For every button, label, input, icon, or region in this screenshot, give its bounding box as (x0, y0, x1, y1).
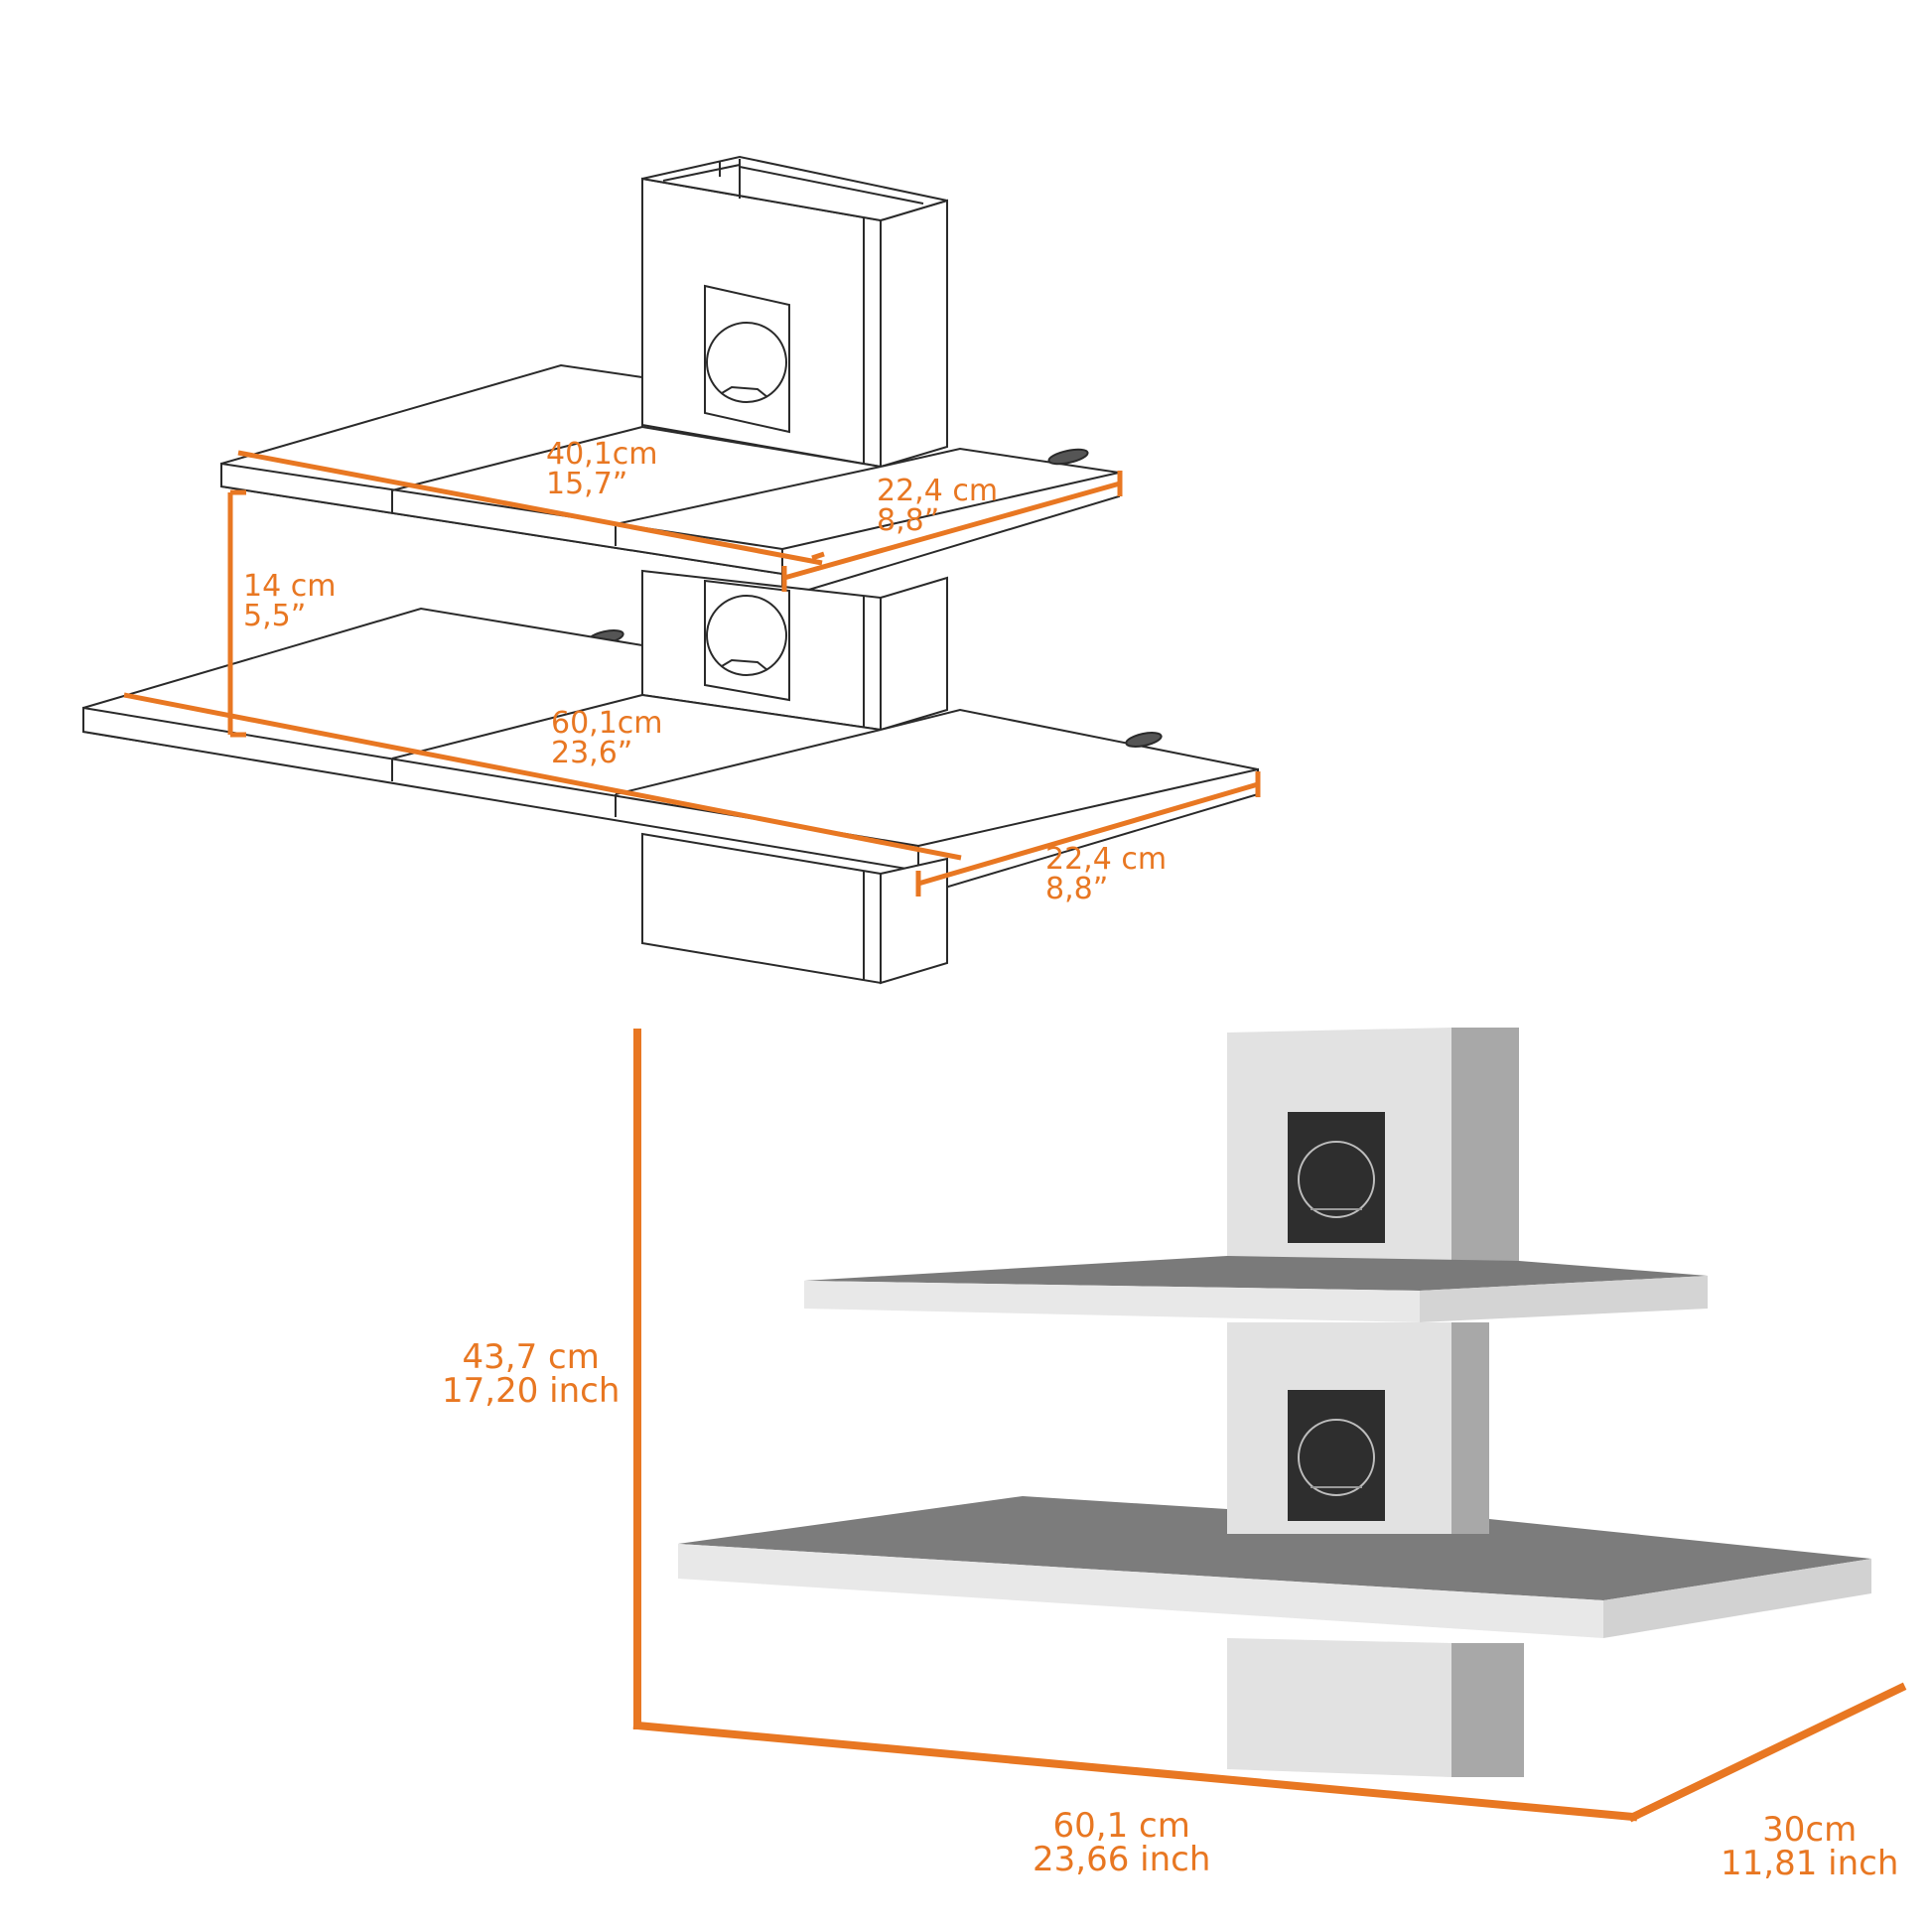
width-label: 60,1 cm 23,66 inch (1033, 1809, 1210, 1876)
grommet-ring-lower (1298, 1419, 1375, 1496)
bottom-shelf-surface (678, 1496, 1871, 1600)
bottom-shelf (82, 607, 1259, 897)
shelf-spacing-label: 14 cm 5,5” (243, 572, 336, 631)
shelf-spacing-cm: 14 cm (243, 569, 337, 604)
bottom-shelf-length-cm: 60,1cm (551, 706, 663, 741)
wall-screw (1047, 448, 1089, 466)
grommet-plate-upper (704, 284, 790, 434)
bottom-shelf-side (1603, 1559, 1871, 1638)
render-dimensions (632, 1029, 1907, 1823)
top-shelf-depth-cm: 22,4 cm (877, 474, 999, 508)
bottom-shelf-depth-in: 8,8” (1045, 872, 1109, 906)
top-shelf-side (1420, 1276, 1708, 1322)
top-shelf (220, 363, 1120, 600)
height-label: 43,7 cm 17,20 inch (442, 1340, 620, 1408)
height-cm: 43,7 cm (462, 1337, 600, 1377)
grommet-plate-upper (1288, 1112, 1385, 1243)
top-shelf-length-in: 15,7” (546, 467, 628, 501)
height-in: 17,20 inch (442, 1371, 621, 1411)
upper-block-side (1451, 1028, 1519, 1276)
depth-in: 11,81 inch (1721, 1844, 1899, 1883)
grommet-ring-upper (1298, 1141, 1375, 1218)
bottom-shelf-depth-label: 22,4 cm 8,8” (1045, 845, 1167, 904)
middle-block-side (1451, 1322, 1489, 1534)
wall-screw (1125, 732, 1163, 748)
bottom-block-side (1451, 1643, 1524, 1777)
line-drawing-dimensions (123, 450, 1261, 897)
rendered-shelf (678, 1028, 1871, 1777)
line-drawing (82, 155, 1259, 985)
top-shelf-length-label: 40,1cm 15,7” (546, 440, 658, 499)
bottom-shelf-length-label: 60,1cm 23,6” (551, 709, 663, 768)
grommet-plate-lower (1288, 1390, 1385, 1521)
depth-label: 30cm 11,81 inch (1721, 1813, 1898, 1880)
grommet-plate-middle (704, 579, 790, 702)
width-in: 23,66 inch (1033, 1840, 1211, 1879)
bottom-block-front (1227, 1638, 1451, 1777)
bottom-column (641, 832, 948, 985)
bottom-shelf-length-in: 23,6” (551, 736, 633, 770)
depth-cm: 30cm (1762, 1810, 1858, 1850)
top-shelf-depth-label: 22,4 cm 8,8” (877, 477, 998, 536)
top-shelf-length-cm: 40,1cm (546, 437, 658, 472)
top-shelf-edge (804, 1281, 1420, 1322)
top-shelf-surface (804, 1256, 1708, 1291)
bottom-shelf-depth-cm: 22,4 cm (1045, 842, 1168, 877)
upper-column (641, 155, 948, 469)
top-shelf-depth-in: 8,8” (877, 503, 940, 538)
width-cm: 60,1 cm (1052, 1806, 1190, 1846)
bottom-shelf-edge (678, 1544, 1603, 1638)
shelf-spacing-in: 5,5” (243, 599, 307, 633)
